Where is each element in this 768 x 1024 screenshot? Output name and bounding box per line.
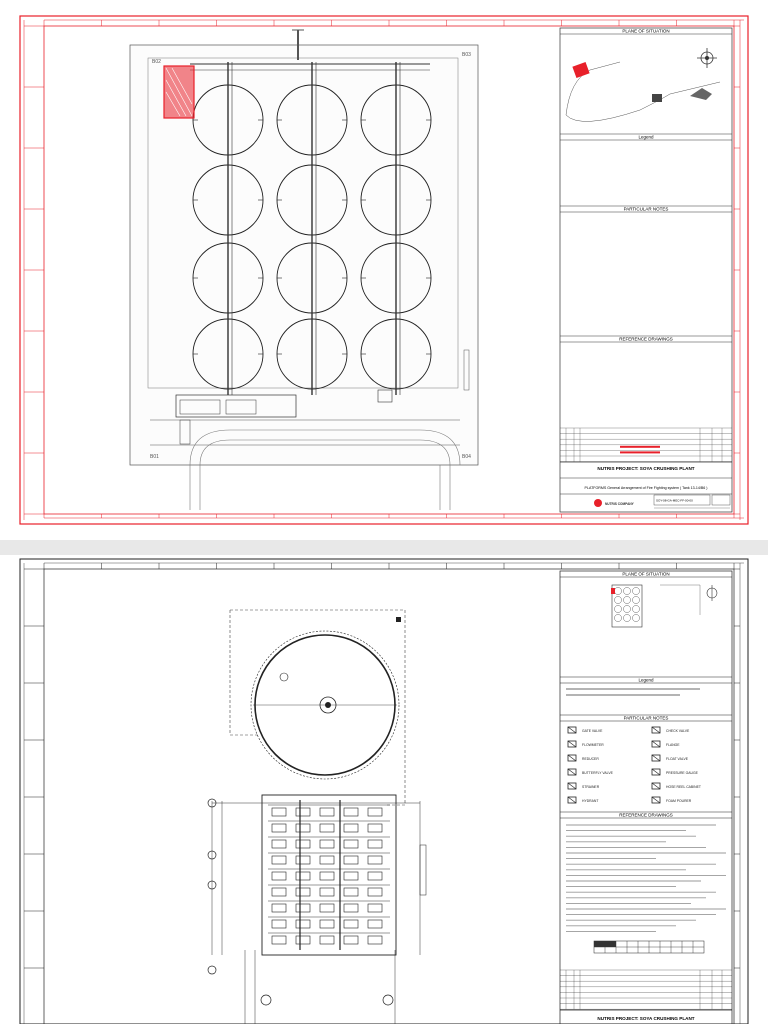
pump-station [261,794,397,956]
pipe-schedule-table [593,940,705,954]
sheet2-grid-ticks [24,563,740,969]
sheet1-grid-ticks [24,20,740,518]
reference-drawings-header: REFERENCE DRAWINGS [619,337,673,342]
drawing-code: SOY-08-GA-MEC-FF-00-00 [656,499,693,503]
sheet2-canvas: PLANE OF SITUATION Legend PARTICULAR NOT… [19,558,749,1024]
check-valve-icon [651,726,661,734]
sheet2-sidebar: PLANE OF SITUATION Legend PARTICULAR NOT… [559,570,733,1024]
plane-of-situation-header: PLANE OF SITUATION [622,29,669,34]
sheet1-canvas: B02 B03 B01 B04 PLANE OF SITUATION Legen… [19,15,749,525]
company-name: NUTRIS COMPANY [605,502,635,506]
legend-label: HYDRANT [582,799,598,803]
legend-label: CHECK VALVE [666,729,690,733]
revision-table [560,427,732,462]
reference-notes-text [566,824,726,932]
flowmeter-icon [567,740,577,748]
flange-icon [651,740,661,748]
legend-label: BUTTERFLY VALVE [582,771,614,775]
company-logo-icon [594,499,602,507]
corner-label-b03: B03 [462,52,471,58]
project-title: NUTRIS PROJECT: SOYA CRUSHING PLANT [597,1016,694,1021]
butterfly-valve-icon [567,768,577,776]
reference-drawings-header: REFERENCE DRAWINGS [619,813,673,818]
legend-label: FLOWMETER [582,743,604,747]
plane-of-situation-header: PLANE OF SITUATION [622,572,669,577]
situation-minimap [611,584,643,628]
highlighted-zone [163,65,195,119]
reducer-icon [567,754,577,762]
gate-valve-icon [567,726,577,734]
pressure-gauge-icon [651,768,661,776]
project-title: NUTRIS PROJECT: SOYA CRUSHING PLANT [597,466,694,471]
strainer-icon [567,782,577,790]
hydrant-icon [567,796,577,804]
situation-highlight-marker [572,61,590,79]
foam-pourer-icon [651,796,661,804]
legend-label: FLOAT VALVE [666,757,689,761]
corner-label-b04: B04 [462,454,471,460]
corner-label-b02: B02 [152,59,161,65]
sheet2-outer-border [19,558,749,1024]
particular-notes-header: PARTICULAR NOTES [624,207,669,212]
drawing-title: PLATFORMS General Arrangement of Fire Fi… [585,486,708,490]
sheet1-tank-farm-plan: B02 B03 B01 B04 [129,29,479,510]
sheet2-tank-detail-plan [207,609,427,1024]
page-separator [0,540,768,555]
drawing-sheet-2: PLANE OF SITUATION Legend PARTICULAR NOT… [0,555,768,1024]
sheet2-inner-border [43,568,735,1024]
legend-label: PRESSURE GAUGE [666,771,699,775]
legend-label: STRAINER [582,785,600,789]
legend-label: HOSE REEL CABINET [666,785,701,789]
legend-label: REDUCER [582,757,599,761]
legend-label: FLANGE [666,743,680,747]
drawing-sheet-1: B02 B03 B01 B04 PLANE OF SITUATION Legen… [19,15,749,525]
sheet1-outer-border [19,15,749,525]
particular-notes-header: PARTICULAR NOTES [624,716,669,721]
legend-header: Legend [638,678,654,683]
legend-header: Legend [638,135,654,140]
revision-table [560,969,732,1010]
situation-highlight-marker [611,588,615,594]
legend-label: FOAM POURER [666,799,692,803]
legend-symbol-list: GATE VALVE CHECK VALVE FLOWMETER FLANGE REDU… [567,726,701,804]
hose-reel-icon [651,782,661,790]
float-valve-icon [651,754,661,762]
corner-label-b01: B01 [150,454,159,460]
sheet1-sidebar: PLANE OF SITUATION Legend PARTICULAR NOT… [559,27,733,513]
legend-label: GATE VALVE [582,729,603,733]
pump-house [175,394,297,418]
